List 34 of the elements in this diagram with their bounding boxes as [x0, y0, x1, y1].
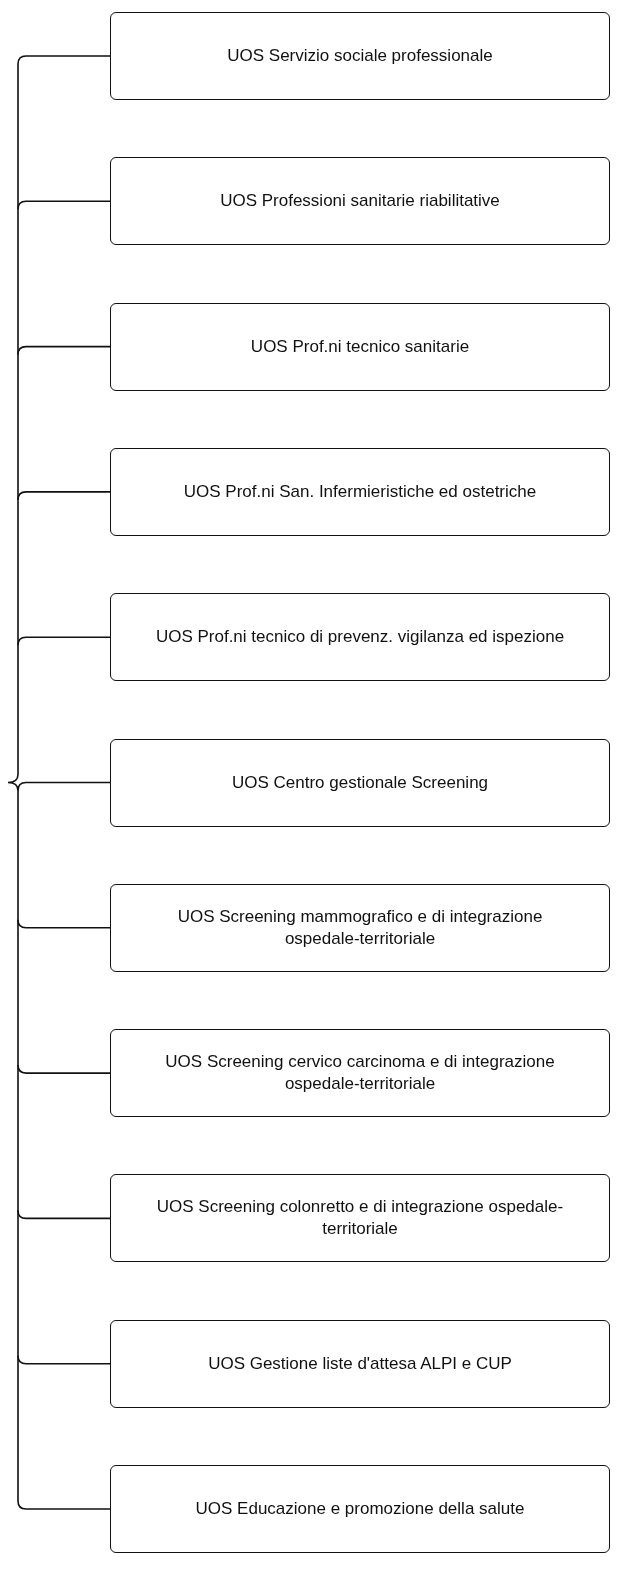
- bracket-line: [7, 63, 19, 1502]
- connector-line: [17, 636, 111, 646]
- unit-name: UOS Centro gestionale Screening: [231, 771, 489, 794]
- connector-line: [17, 1209, 111, 1220]
- unit-box: [110, 593, 610, 682]
- connector-line: [17, 200, 111, 211]
- unit-name: UOS Professioni sanitarie riabilitative: [220, 190, 500, 213]
- connector-line: [17, 781, 111, 792]
- unit-name: UOS Screening mammografico e di integrazione ospedale-territoriale: [176, 905, 544, 950]
- connector-line: [17, 345, 111, 356]
- connector-line: [17, 1354, 111, 1365]
- unit-name: UOS Servizio sociale professionale: [227, 45, 493, 67]
- unit-name: UOS Educazione e promozione della salute: [195, 1498, 525, 1520]
- unit-box: [110, 447, 610, 536]
- unit-box: [110, 738, 610, 827]
- unit-box: [110, 1174, 610, 1263]
- unit-name: UOS Screening colonretto e di integrazione ospedale-territoriale: [155, 1196, 565, 1241]
- unit-box: [110, 12, 610, 100]
- connector-line: [17, 919, 111, 929]
- connector-line: [17, 1064, 111, 1074]
- unit-name: UOS Prof.ni tecnico sanitarie: [250, 335, 470, 358]
- unit-box: [110, 883, 610, 972]
- connector-line: [17, 491, 111, 501]
- unit-box: [110, 1319, 610, 1408]
- unit-box: [110, 157, 610, 246]
- unit-name: UOS Prof.ni tecnico di prevenz. vigilanza ed ispezione: [155, 626, 565, 649]
- unit-box: [110, 1029, 610, 1118]
- connector-line: [17, 1500, 111, 1510]
- unit-name: UOS Screening cervico carcinoma e di integrazione ospedale-territoriale: [164, 1051, 556, 1096]
- unit-box: [110, 302, 610, 391]
- unit-name: UOS Prof.ni San. Infermieristiche ed ostetriche: [183, 480, 537, 503]
- unit-name: UOS Gestione liste d'attesa ALPI e CUP: [208, 1352, 512, 1375]
- connector-line: [17, 55, 111, 65]
- unit-box: [110, 1465, 610, 1553]
